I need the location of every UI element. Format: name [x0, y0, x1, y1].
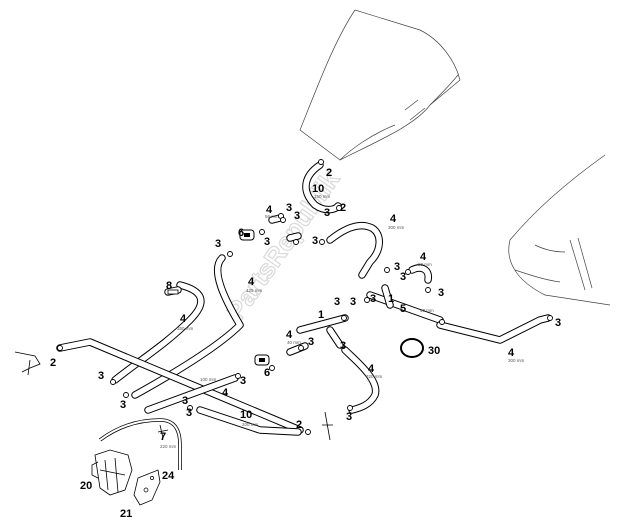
- hose-4-right-long: [436, 314, 552, 344]
- bracket-21-24: [133, 469, 161, 506]
- callout-3: 3: [350, 296, 356, 308]
- callout-2: 2: [296, 419, 302, 431]
- dim-label: 40 mm: [420, 308, 434, 313]
- ring-30: [400, 338, 424, 358]
- callout-3: 3: [438, 287, 444, 299]
- callout-2: 2: [340, 202, 346, 214]
- fuel-filter-upper: [239, 229, 255, 241]
- callout-6: 6: [264, 367, 270, 379]
- callout-3: 3: [240, 375, 246, 387]
- callout-labels: 2 10 3 2 4 3 3 4 3 6 3 3 4 3 3 3 8 4 4 3…: [50, 167, 561, 520]
- callout-5: 5: [400, 303, 406, 315]
- dim-label: 150 mm: [314, 194, 331, 199]
- callout-2: 2: [50, 357, 56, 369]
- callout-2: 2: [326, 167, 332, 179]
- watermark: PartsRepublik: [220, 165, 345, 326]
- callout-4: 4: [180, 313, 187, 325]
- callout-3: 3: [286, 202, 292, 214]
- callout-4: 4: [248, 276, 255, 288]
- hose-4-320: [341, 346, 380, 414]
- callout-1: 1: [318, 309, 324, 321]
- dim-label: 220 mm: [160, 444, 177, 449]
- callout-21: 21: [120, 508, 132, 520]
- fuel-filter-lower: [254, 354, 270, 366]
- top-fender-outline: [299, 9, 461, 161]
- callout-3: 3: [334, 296, 340, 308]
- t-connector-right: [366, 284, 444, 324]
- hose-4-300-upper: [326, 221, 383, 279]
- dim-label: 350 mm: [177, 326, 194, 331]
- callout-3: 3: [98, 370, 104, 382]
- dim-label: 300 mm: [508, 358, 525, 363]
- callout-3: 3: [346, 411, 352, 423]
- callout-30: 30: [428, 345, 440, 357]
- dim-label: 425 mm: [246, 288, 263, 293]
- callout-3: 3: [308, 336, 314, 348]
- fitting-8: [167, 289, 179, 295]
- hose-lower-left-long: [56, 338, 304, 434]
- callout-1: 1: [388, 293, 394, 305]
- dim-label: 100 mm: [200, 377, 217, 382]
- callout-20: 20: [80, 480, 92, 492]
- callout-3: 3: [215, 238, 221, 250]
- callout-4: 4: [368, 363, 375, 375]
- callout-3: 3: [394, 261, 400, 273]
- callout-6: 6: [238, 227, 244, 239]
- callout-3: 3: [120, 399, 126, 411]
- callout-3: 3: [340, 340, 346, 352]
- canister-assembly-20: [91, 449, 133, 496]
- callout-4: 4: [420, 251, 427, 263]
- callout-7: 7: [160, 431, 166, 443]
- callout-3: 3: [264, 236, 270, 248]
- dim-label: 90 mm: [418, 262, 432, 267]
- callout-4: 4: [286, 329, 293, 341]
- hose-10-top: [302, 161, 342, 214]
- dim-label: 40 mm: [287, 340, 301, 345]
- callout-8: 8: [166, 280, 172, 292]
- callout-10: 10: [240, 409, 252, 421]
- callout-3: 3: [400, 271, 406, 283]
- callout-3: 3: [294, 210, 300, 222]
- dim-label: 300 mm: [388, 225, 405, 230]
- callout-3: 3: [186, 407, 192, 419]
- hose-4-100: [144, 374, 239, 414]
- dim-label: 200 mm: [242, 422, 259, 427]
- callout-10: 10: [312, 183, 324, 195]
- callout-3: 3: [182, 395, 188, 407]
- hose-4-mid: [286, 314, 349, 356]
- dim-label: 56 mm: [265, 214, 279, 219]
- callout-3: 3: [555, 317, 561, 329]
- callout-3: 3: [324, 207, 330, 219]
- callout-4: 4: [508, 347, 515, 359]
- clamps: [57, 159, 553, 435]
- hose-10-bottom: [196, 406, 302, 436]
- bottom-stud-part: [322, 411, 333, 441]
- callout-4: 4: [266, 204, 273, 216]
- right-shroud-outline: [508, 154, 611, 306]
- dim-label: 320 mm: [366, 374, 383, 379]
- hose-7: [98, 418, 182, 470]
- left-bracket-part: [14, 351, 41, 376]
- callout-4: 4: [390, 213, 397, 225]
- hose-4-90: [408, 264, 433, 284]
- dimension-labels: 150 mm 56 mm 300 mm 90 mm 425 mm 350 mm …: [160, 194, 525, 449]
- callout-3: 3: [312, 235, 318, 247]
- callout-4: 4: [222, 387, 229, 399]
- callout-24: 24: [162, 470, 175, 482]
- callout-3: 3: [370, 293, 376, 305]
